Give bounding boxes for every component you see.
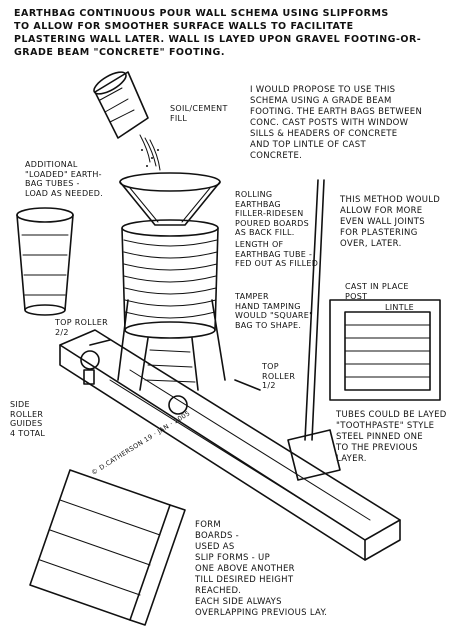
tamper	[287, 179, 341, 481]
title-line-1: Earthbag Continuous Pour wall schema usi…	[14, 8, 389, 19]
rolling-earthbag-label: Rolling Earthbag Filler-Ridesen Poured B…	[235, 190, 309, 237]
method-note: This method would allow for more even wa…	[340, 195, 441, 249]
proposal-note: I would propose to use this Schema using…	[250, 85, 423, 161]
post-lintle-box	[329, 299, 441, 401]
side-roller-label: Side roller guides 4 total	[10, 400, 46, 438]
tamper-label: Tamper Hand Tamping would "square" bag t…	[235, 292, 314, 330]
additional-tubes-label: Additional "Loaded" earth- bag tubes - l…	[25, 160, 104, 198]
lintle-label: Lintle	[385, 303, 414, 312]
hopper-funnel	[119, 172, 221, 226]
title-line-4: Grade beam "Concrete" footing.	[14, 47, 225, 58]
top-roller-left-label: Top roller 2/2	[55, 318, 108, 337]
earthbag-tube	[139, 337, 199, 391]
top-roller-right	[168, 395, 188, 415]
cast-post-label: Cast in place post	[345, 282, 409, 301]
soil-cement-label: Soil/Cement Fill	[170, 104, 228, 123]
wall-beam	[59, 329, 401, 561]
soil-stream	[139, 134, 161, 171]
loaded-tube-cylinder	[16, 207, 74, 316]
tubes-note: Tubes could be layed "toothpaste" style …	[336, 410, 447, 464]
length-tube-label: Length of Earthbag tube - fed out as fil…	[235, 240, 319, 268]
form-boards	[29, 469, 186, 626]
top-roller-left	[80, 350, 100, 370]
form-boards-note: Form Boards - used as slip forms - up on…	[195, 520, 328, 618]
pour-bucket	[93, 71, 149, 139]
frame-legs	[89, 299, 261, 391]
title-line-2: to allow for smoother surface walls to f…	[14, 21, 354, 32]
top-roller-right-label: Top roller 1/2	[262, 362, 296, 390]
title-line-3: Plastering wall later. Wall is layed upo…	[14, 34, 422, 45]
earthbag-filler-drum	[121, 219, 219, 339]
